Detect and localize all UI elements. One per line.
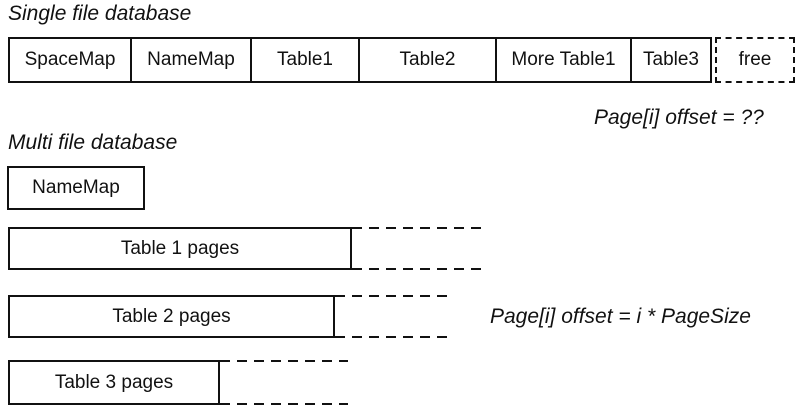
table2-dashed-extension-top-line (335, 295, 450, 297)
multi-file-title: Multi file database (8, 131, 178, 154)
segment-table1: Table1 (250, 37, 360, 83)
segment-label: SpaceMap (24, 49, 116, 70)
segment-label: Table2 (399, 49, 456, 70)
segment-label: free (738, 49, 772, 70)
file-box-label: NameMap (32, 177, 120, 198)
file-box-label: Table 1 pages (120, 237, 240, 259)
file-box-label: Table 2 pages (112, 305, 231, 327)
segment-label: Table1 (277, 49, 333, 70)
table1-dashed-extension-top-line (352, 227, 485, 229)
multi-file-offset-annotation: Page[i] offset = i * PageSize (490, 305, 751, 328)
segment-label: NameMap (147, 49, 235, 70)
table3-dashed-extension-bottom-line (220, 403, 348, 405)
segment-table2: Table2 (358, 37, 497, 83)
segment-table3: Table3 (630, 37, 712, 83)
segment-more-table1: More Table1 (495, 37, 632, 83)
file-box-table1-pages: Table 1 pages (8, 227, 352, 270)
single-file-row: SpaceMap NameMap Table1 Table2 More Tabl… (8, 37, 795, 83)
file-box-namemap: NameMap (7, 166, 145, 210)
single-file-offset-annotation: Page[i] offset = ?? (594, 106, 764, 129)
file-box-label: Table 3 pages (54, 371, 174, 393)
file-box-table3-pages: Table 3 pages (8, 360, 220, 405)
segment-free: free (715, 37, 795, 83)
table3-dashed-extension-top-line (220, 360, 348, 362)
table2-dashed-extension-bottom-line (335, 336, 450, 338)
table1-dashed-extension-bottom-line (352, 268, 485, 270)
single-file-title: Single file database (8, 2, 192, 25)
file-box-table2-pages: Table 2 pages (8, 295, 335, 338)
segment-label: More Table1 (511, 49, 616, 70)
segment-label: Table3 (643, 49, 699, 70)
segment-spacemap: SpaceMap (8, 37, 132, 83)
segment-namemap: NameMap (130, 37, 252, 83)
